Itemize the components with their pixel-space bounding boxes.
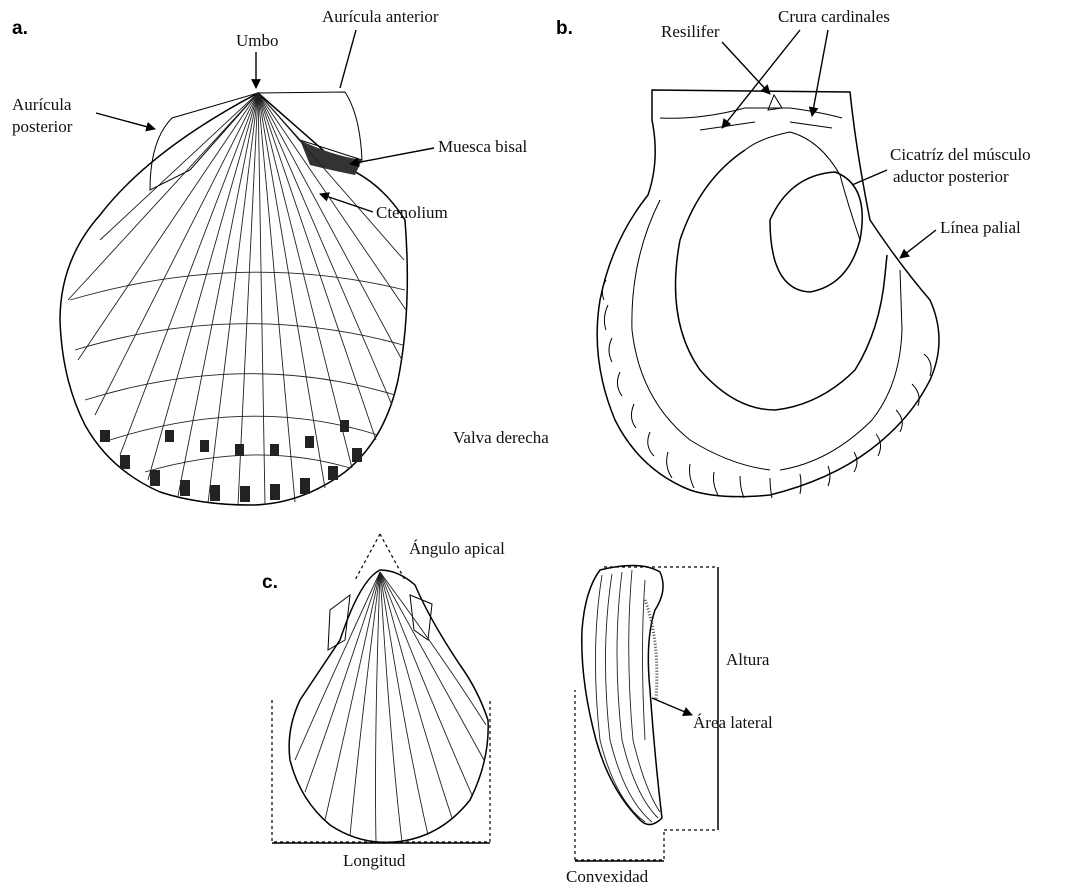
label-linea-palial: Línea palial [940, 218, 1021, 237]
label-altura: Altura [726, 650, 770, 669]
hinge-line [660, 108, 842, 118]
valve-interior-outline [597, 90, 939, 498]
label-longitud: Longitud [343, 851, 406, 870]
label-ctenolium: Ctenolium [376, 203, 448, 222]
arrow-linea-palial [900, 230, 936, 258]
panel-b-label: b. [556, 18, 573, 39]
label-auricula-posterior-2: posterior [12, 117, 73, 136]
pointer-auricula-anterior [340, 30, 356, 88]
lateral-area-texture [645, 600, 657, 700]
label-resilifer: Resilifer [661, 22, 720, 41]
arrow-resilifer [722, 42, 770, 94]
label-cicatriz-2: aductor posterior [893, 167, 1009, 186]
panel-a-label: a. [12, 18, 28, 39]
arrow-ctenolium [320, 194, 373, 212]
label-angulo-apical: Ángulo apical [409, 539, 505, 558]
label-valva-derecha: Valva derecha [453, 428, 549, 447]
label-area-lateral: Área lateral [693, 713, 773, 732]
crus-left [700, 122, 755, 130]
marginal-crenulations [602, 280, 931, 498]
panel-a: a. [12, 7, 549, 505]
front-view-shell [272, 534, 490, 843]
radial-ribs [68, 93, 406, 505]
panel-c-label: c. [262, 572, 278, 593]
label-auricula-posterior-1: Aurícula [12, 95, 72, 114]
shell-disc [60, 93, 407, 505]
label-convexidad: Convexidad [566, 867, 649, 886]
side-bounding-box-upper [604, 567, 718, 830]
arrow-auricula-posterior [96, 113, 155, 129]
side-profile [582, 565, 663, 824]
apical-dash-right [380, 534, 405, 580]
growth-lines [70, 272, 405, 472]
arrow-area-lateral [652, 698, 692, 715]
arrow-muesca-bisal [350, 148, 434, 164]
arrow-crura-left [722, 30, 800, 128]
pointer-cicatriz [852, 170, 887, 185]
crus-right [790, 122, 832, 128]
label-muesca-bisal: Muesca bisal [438, 137, 528, 156]
label-auricula-anterior: Aurícula anterior [322, 7, 439, 26]
pallial-outer-segment-2 [780, 270, 902, 470]
label-crura-cardinales: Crura cardinales [778, 7, 890, 26]
front-bounding-box [272, 700, 490, 842]
umbonal-cavity [745, 132, 860, 240]
label-cicatriz-1: Cicatríz del músculo [890, 145, 1031, 164]
pallial-outer-segment [632, 200, 770, 470]
front-ribs [295, 572, 486, 842]
scallop-shell-illustration [60, 92, 407, 505]
panel-c: c. [262, 534, 773, 886]
label-umbo: Umbo [236, 31, 279, 50]
arrow-crura-right [812, 30, 828, 116]
panel-b: b. [556, 7, 1031, 498]
adductor-scar [770, 172, 862, 292]
